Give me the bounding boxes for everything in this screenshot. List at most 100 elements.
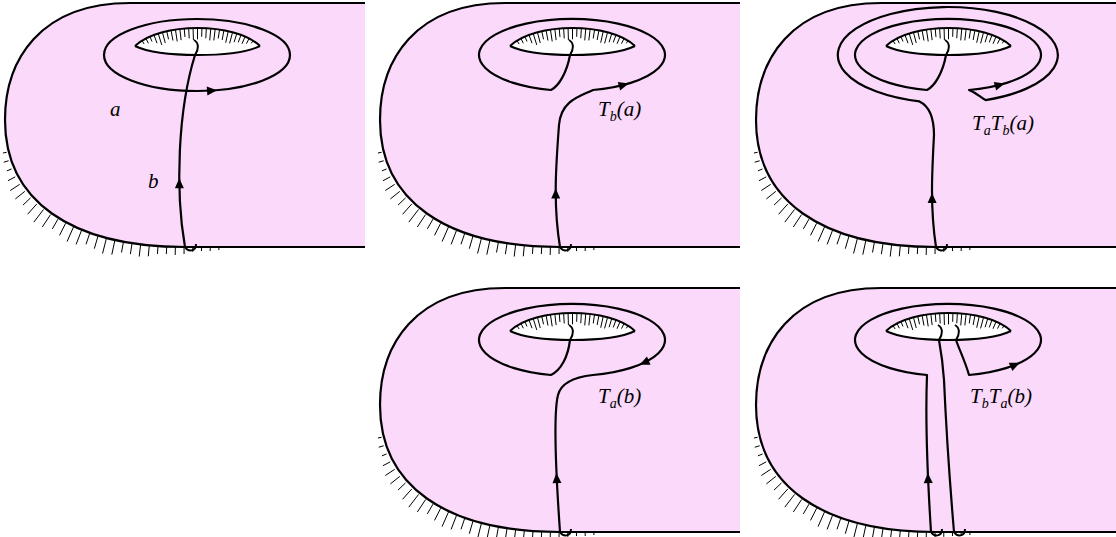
simple-closed-curve [179, 55, 195, 247]
shading-hatch [478, 238, 482, 253]
shading-hatch [755, 446, 760, 447]
shading-hatch [948, 28, 949, 39]
orientation-arrow [175, 178, 184, 188]
surface-fill [380, 288, 740, 532]
orientation-arrow [928, 193, 937, 203]
label-char: ) [634, 384, 641, 408]
torus-panel [378, 288, 740, 537]
surface-boundary [380, 3, 740, 247]
label-char: ( [1009, 111, 1016, 135]
curve-back-part [931, 529, 942, 535]
shading-hatch [390, 476, 399, 484]
shading-hatch [218, 30, 219, 39]
curve-label: Ta(b) [598, 385, 641, 408]
shading-hatch [989, 320, 992, 327]
label-char: a [110, 97, 121, 121]
shading-hatch [398, 198, 405, 205]
shading-hatch [785, 494, 795, 507]
shading-hatch [382, 454, 387, 456]
shading-hatch [514, 244, 515, 256]
shading-hatch [469, 521, 473, 534]
shading-hatch [779, 489, 788, 499]
simple-closed-curve [855, 304, 1041, 532]
shading-hatch [563, 28, 565, 38]
shading-hatch [576, 313, 577, 322]
curve-label: TaTb(a) [972, 112, 1034, 135]
shading-hatch [158, 33, 162, 44]
shading-hatch [379, 161, 384, 162]
label-char: T [991, 111, 1003, 135]
shading-hatch [837, 233, 841, 244]
shading-hatch [613, 35, 616, 42]
shading-hatch [230, 32, 233, 43]
shading-hatch [417, 500, 425, 512]
shading-hatch [86, 233, 90, 244]
shading-hatch [803, 504, 809, 514]
subscript: a [610, 396, 617, 411]
curve-back-part [954, 529, 965, 535]
label-char: T [598, 97, 610, 121]
label-char: ( [1007, 384, 1014, 408]
shading-hatch [779, 204, 788, 214]
shading-hatch [761, 469, 770, 475]
surface-boundary [756, 3, 1116, 247]
torus-hole [510, 313, 635, 340]
shading-hatch [529, 320, 532, 328]
shading-hatch [589, 314, 590, 325]
shading-hatch [785, 209, 795, 222]
shading-hatch [67, 227, 73, 242]
shading-hatch [385, 469, 394, 475]
shading-hatch [909, 318, 913, 329]
curve-label: b [148, 170, 159, 193]
shading-hatch [580, 28, 582, 38]
shading-hatch [461, 518, 465, 529]
shading-hatch [935, 314, 937, 322]
shading-hatch [76, 230, 81, 244]
label-char: ( [617, 97, 624, 121]
shading-hatch [931, 29, 932, 40]
shading-hatch [989, 35, 992, 42]
surface-fill [756, 288, 1116, 532]
torus-panel [754, 288, 1116, 537]
shading-hatch [390, 191, 399, 199]
shading-hatch [818, 227, 824, 242]
orientation-arrow [923, 473, 932, 483]
shading-hatch [180, 29, 181, 40]
shading-hatch [609, 33, 612, 42]
shading-hatch [597, 30, 599, 40]
shading-hatch [926, 315, 928, 327]
orientation-arrow [552, 473, 561, 483]
shading-hatch [977, 31, 980, 43]
shading-hatch [935, 29, 937, 37]
surface-boundary [5, 3, 365, 247]
shading-hatch [568, 313, 569, 325]
curve-back-part [938, 325, 942, 340]
shading-hatch [197, 28, 198, 39]
shading-hatch [435, 223, 441, 235]
shading-hatch [854, 238, 858, 253]
curve-back-part [185, 244, 196, 250]
shading-hatch [238, 35, 241, 42]
curve-back-part [569, 40, 573, 55]
orientation-arrow [551, 188, 560, 198]
curve-back-part [560, 529, 571, 535]
shading-hatch [755, 161, 760, 162]
shading-hatch [613, 320, 616, 327]
shading-hatch [8, 177, 15, 181]
shading-hatch [965, 29, 966, 40]
shading-hatch [442, 512, 448, 527]
shading-hatch [201, 28, 202, 37]
shading-hatch [905, 35, 908, 43]
shading-hatch [913, 317, 916, 328]
shading-hatch [23, 198, 30, 205]
shading-hatch [403, 204, 412, 214]
shading-hatch [939, 28, 941, 38]
shading-hatch [617, 322, 620, 329]
shading-hatch [589, 29, 590, 40]
shading-hatch [585, 314, 586, 326]
subscript: b [1002, 123, 1009, 138]
label-char: T [972, 111, 984, 135]
simple-closed-curve [104, 19, 290, 91]
shading-hatch [754, 437, 758, 439]
shading-hatch [572, 313, 573, 324]
